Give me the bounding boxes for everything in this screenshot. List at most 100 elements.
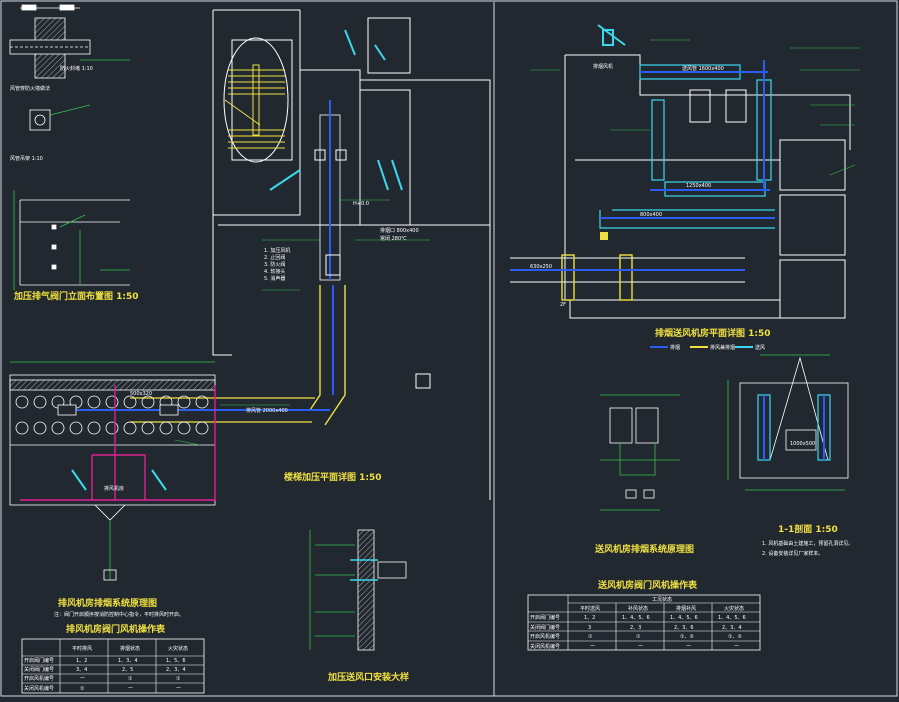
rt-r1c1: 3 <box>588 625 591 631</box>
label-fan-unit: 排烟风机 <box>593 63 613 70</box>
exhaust-duct-horizontal <box>60 397 330 423</box>
title-exhaust-room-system: 排风机房排烟系统原理图 <box>58 597 157 609</box>
pressure-vent-install-detail <box>309 529 407 651</box>
title-supply-room-plan: 排烟送风机房平面详图 1:50 <box>655 327 771 339</box>
label-size-c: 630x250 <box>530 264 552 270</box>
legend: 排烟 排风兼排烟 送风 <box>650 344 765 351</box>
lt-r0c1: 1、2 <box>76 658 87 664</box>
legend-1: 排烟 <box>670 344 680 351</box>
exhaust-valve-table: 平时排风 排烟状态 火灾状态 开启阀门编号 1、2 1、3、4 1、5、6 关闭… <box>21 638 205 694</box>
title-supply-valve-table: 送风机房阀门风机操作表 <box>597 579 698 591</box>
title-supply-room-system: 送风机房排烟系统原理图 <box>594 543 694 555</box>
detail-caption-2: 防火封堵 1:10 <box>60 65 93 72</box>
supply-valve-table: 工况状态 平时送风 补风状态 排烟补风 火灾状态 开启阀门编号 1、2 1、4、… <box>527 594 761 651</box>
label-size-a: 800x400 <box>640 212 662 218</box>
lt-r3c2: 一 <box>128 686 133 692</box>
section-1-1 <box>727 354 849 491</box>
label-size-b: 1250x400 <box>686 183 711 189</box>
supply-system-diagram <box>600 394 680 511</box>
rt-r0c4: 1、4、5、6 <box>718 615 746 621</box>
title-exhaust-valve-table: 排风机房阀门风机操作表 <box>66 623 166 635</box>
rt-r0c0: 开启阀门编号 <box>530 614 560 621</box>
rt-r1c2: 2、3 <box>630 625 641 631</box>
lt-r3c1: ① <box>80 686 85 692</box>
rt-r1c4: 2、3、4 <box>722 625 742 631</box>
rt-r3c0: 关闭风机编号 <box>530 643 560 650</box>
section-note-1: 1. 风机基础由土建施工，预留孔洞详见。 <box>762 540 853 547</box>
rt-r0c2: 1、4、5、6 <box>622 615 650 621</box>
rt-r3c1: 一 <box>590 644 595 650</box>
rt-h1: 平时送风 <box>580 605 600 612</box>
svg-text:2. 止回阀: 2. 止回阀 <box>264 254 285 261</box>
lt-r1c3: 2、3、4 <box>166 667 186 673</box>
title-section-1-1: 1-1剖面 1:50 <box>778 523 838 535</box>
title-pressure-vent-install: 加压送风口安装大样 <box>327 671 409 683</box>
lt-r1c0: 关闭阀门编号 <box>24 666 54 673</box>
lt-r2c1: 一 <box>80 676 85 682</box>
rt-r3c2: 一 <box>638 644 643 650</box>
lt-r3c0: 关闭风机编号 <box>24 685 54 692</box>
supply-room-plan <box>510 24 851 319</box>
rt-r1c3: 2、3、6 <box>674 625 694 631</box>
annotation-leaders-left <box>174 199 430 446</box>
note-exhaust: 注：阀门开启顺序按消防控制中心指令，平时排风时开启。 <box>54 611 184 618</box>
rt-r3c3: 一 <box>686 644 691 650</box>
title-stair-pressure-plan: 楼梯加压平面详图 1:50 <box>284 471 382 483</box>
annotation-leaders-right <box>530 39 860 176</box>
annotation-text-block: 1. 加压风机 2. 止回阀 3. 防火阀 4. 软接头 5. 消声器 排烟口 … <box>264 201 419 282</box>
exhaust-duct-vertical <box>309 100 347 426</box>
lt-r1c2: 2、5 <box>122 667 133 673</box>
rt-h4: 火灾状态 <box>724 605 744 612</box>
label-supply-duct: 送风管 1600x400 <box>682 65 724 72</box>
label-elbow: 1000x500 <box>790 441 815 447</box>
legend-3: 送风 <box>755 344 765 351</box>
svg-text:4. 软接头: 4. 软接头 <box>264 268 285 275</box>
lt-r0c3: 1、5、6 <box>166 658 186 664</box>
rt-r2c4: ①、② <box>728 634 742 640</box>
svg-text:5. 消声器: 5. 消声器 <box>264 275 285 282</box>
label-fan-room: 排风机房 <box>104 485 124 492</box>
rt-r2c1: ① <box>588 634 593 640</box>
lt-h3: 火灾状态 <box>168 645 188 652</box>
svg-text:常闭 280℃: 常闭 280℃ <box>380 235 407 242</box>
detail-caption-3: 风管吊架 1:10 <box>10 155 43 162</box>
detail-caption-1: 风管穿防火墙做法 <box>10 85 50 92</box>
rt-r2c2: ① <box>636 634 641 640</box>
lt-r2c2: ① <box>128 676 133 682</box>
rt-r3c4: 一 <box>734 644 739 650</box>
lt-r3c3: 一 <box>176 686 181 692</box>
lt-h1: 平时排风 <box>72 645 92 652</box>
label-duct-main: 排风管 2000x400 <box>246 407 288 414</box>
lt-r0c0: 开启阀门编号 <box>24 657 54 664</box>
rt-r0c1: 1、2 <box>584 615 595 621</box>
lt-h2: 排烟状态 <box>120 645 140 652</box>
legend-2: 排风兼排烟 <box>710 344 735 351</box>
rt-r2c3: ①、② <box>680 634 694 640</box>
lt-r1c1: 3、4 <box>76 667 87 673</box>
lt-r0c2: 1、3、4 <box>118 658 138 664</box>
section-note-2: 2. 设备安装详见厂家样本。 <box>762 550 823 557</box>
supply-ducts <box>510 60 775 301</box>
svg-text:排烟口 800x400: 排烟口 800x400 <box>380 227 419 234</box>
rt-r0c3: 1、4、5、6 <box>670 615 698 621</box>
rt-group: 工况状态 <box>652 596 672 603</box>
lt-r2c3: ① <box>176 676 181 682</box>
label-duct-branch: 500x320 <box>130 391 152 397</box>
stair-pressure-plan <box>212 9 491 500</box>
title-smoke-vent-elevation: 加压排气阀门立面布置图 1:50 <box>13 290 139 302</box>
rt-h2: 补风状态 <box>628 605 648 612</box>
wall-penetration-detail <box>9 4 130 131</box>
svg-text:1. 加压风机: 1. 加压风机 <box>264 247 290 254</box>
rt-r2c0: 开启风机编号 <box>530 633 560 640</box>
exhaust-fan-room <box>9 361 216 581</box>
rt-r1c0: 关闭阀门编号 <box>530 624 560 631</box>
lt-r2c0: 开启风机编号 <box>24 675 54 682</box>
label-floor: 2F <box>560 302 566 308</box>
rt-h3: 排烟补风 <box>676 605 696 612</box>
svg-text:3. 防火阀: 3. 防火阀 <box>264 261 285 268</box>
smoke-vent-elevation <box>13 190 130 290</box>
label-level: H+0.0 <box>353 201 369 207</box>
